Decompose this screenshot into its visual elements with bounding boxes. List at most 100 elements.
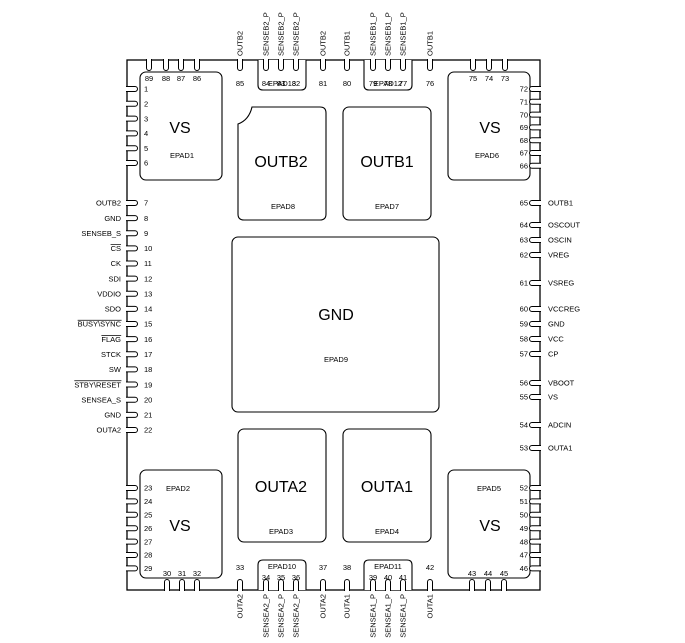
pin-stub bbox=[529, 200, 541, 206]
pin-number: 4 bbox=[144, 129, 148, 138]
pin-stub bbox=[126, 275, 138, 282]
pin-label: FLAG bbox=[101, 335, 121, 344]
pin-stub bbox=[126, 100, 138, 107]
pin-label: OUTA2 bbox=[97, 426, 121, 435]
epad9-name: EPAD9 bbox=[324, 355, 348, 364]
pin-stub bbox=[470, 59, 476, 71]
pin-stub bbox=[126, 145, 138, 152]
pin-stub bbox=[126, 160, 138, 166]
epad13-name: EPAD13 bbox=[268, 79, 296, 88]
epad8-shape bbox=[237, 106, 327, 221]
epad5-name: EPAD5 bbox=[477, 484, 501, 493]
pin-label: STBY\RESET bbox=[74, 380, 121, 389]
pin-stub bbox=[529, 252, 541, 258]
top-pin-group: 85OUTB284SENSEB2_P83SENSEB2_P82SENSEB2_P… bbox=[145, 12, 509, 88]
epad6-name: EPAD6 bbox=[475, 151, 499, 160]
pin-number: 71 bbox=[520, 98, 528, 107]
pin-stub bbox=[126, 538, 138, 545]
pin-stub bbox=[320, 59, 326, 71]
pin-stub bbox=[237, 59, 243, 71]
pin-stub bbox=[126, 130, 138, 137]
pin-number: 86 bbox=[193, 74, 201, 83]
epad8-name: EPAD8 bbox=[271, 202, 295, 211]
pin-stub bbox=[126, 230, 138, 237]
pin-label: OUTB2 bbox=[236, 31, 245, 56]
pin-stub bbox=[529, 150, 541, 156]
pin-number: 77 bbox=[399, 79, 407, 88]
epad1-label: VS bbox=[169, 120, 190, 137]
pin-number: 18 bbox=[144, 365, 152, 374]
pin-number: 65 bbox=[520, 199, 528, 208]
pin-stub bbox=[126, 525, 138, 532]
pin-stub bbox=[278, 579, 284, 591]
pin-number: 64 bbox=[520, 221, 528, 230]
pin-stub bbox=[529, 445, 541, 451]
pin-stub bbox=[529, 511, 541, 518]
pin-label: OUTA1 bbox=[426, 594, 435, 618]
pin-number: 9 bbox=[144, 229, 148, 238]
pin-number: 25 bbox=[144, 511, 152, 520]
pin-label: OSCIN bbox=[548, 236, 572, 245]
pin-number: 33 bbox=[236, 563, 244, 572]
pin-label: VDDIO bbox=[97, 289, 121, 298]
pin-number: 70 bbox=[520, 110, 528, 119]
pin-label: OUTB1 bbox=[426, 31, 435, 56]
epad12-name: EPAD12 bbox=[374, 79, 402, 88]
pin-number: 37 bbox=[319, 563, 327, 572]
pin-stub bbox=[502, 59, 508, 71]
pin-number: 41 bbox=[399, 573, 407, 582]
pin-stub bbox=[385, 59, 391, 71]
pin-number: 26 bbox=[144, 524, 152, 533]
epad6-label: VS bbox=[479, 120, 500, 137]
epad2-shape bbox=[139, 469, 223, 579]
pin-stub bbox=[293, 59, 299, 71]
pin-number: 73 bbox=[501, 74, 509, 83]
pin-stub bbox=[529, 162, 541, 169]
pin-label: SENSEA2_P bbox=[277, 594, 286, 638]
pin-stub bbox=[126, 215, 138, 222]
pin-stub bbox=[400, 579, 406, 591]
pin-stub bbox=[126, 381, 138, 388]
epad1-shape bbox=[139, 71, 223, 181]
pin-number: 61 bbox=[520, 279, 528, 288]
pin-stub bbox=[529, 111, 541, 118]
pin-stub bbox=[529, 485, 541, 491]
pin-number: 72 bbox=[520, 85, 528, 94]
pin-label: SENSEA2_P bbox=[292, 594, 301, 638]
pin-number: 52 bbox=[520, 484, 528, 493]
epad2-name: EPAD2 bbox=[166, 484, 190, 493]
epad7-shape bbox=[342, 106, 432, 221]
pin-number: 10 bbox=[144, 244, 152, 253]
pin-number: 5 bbox=[144, 144, 148, 153]
pin-number: 51 bbox=[520, 497, 528, 506]
epad5-label: VS bbox=[479, 518, 500, 535]
pin-stub bbox=[469, 579, 475, 591]
pin-stub bbox=[179, 579, 185, 591]
pin-label: SW bbox=[109, 365, 122, 374]
pin-stub bbox=[263, 579, 269, 591]
epad4-label: OUTA1 bbox=[361, 479, 413, 496]
pin-stub bbox=[126, 86, 138, 92]
pin-stub bbox=[146, 59, 152, 71]
pin-number: 40 bbox=[384, 573, 392, 582]
pin-number: 84 bbox=[262, 79, 270, 88]
pin-number: 68 bbox=[520, 136, 528, 145]
pin-number: 36 bbox=[292, 573, 300, 582]
pin-number: 19 bbox=[144, 380, 152, 389]
pin-label: OUTA2 bbox=[319, 594, 328, 618]
epad4-name: EPAD4 bbox=[375, 527, 399, 536]
pin-number: 17 bbox=[144, 350, 152, 359]
pin-stub bbox=[427, 59, 433, 71]
pin-number: 24 bbox=[144, 497, 152, 506]
pin-number: 50 bbox=[520, 511, 528, 520]
pin-number: 22 bbox=[144, 426, 152, 435]
pin-label: CS bbox=[111, 244, 121, 253]
pin-number: 29 bbox=[144, 564, 152, 573]
pin-stub bbox=[126, 552, 138, 558]
pin-label: OUTB1 bbox=[343, 31, 352, 56]
pin-number: 66 bbox=[520, 162, 528, 171]
epad5-shape bbox=[447, 469, 531, 579]
pin-number: 75 bbox=[469, 74, 477, 83]
pin-label: OUTA2 bbox=[236, 594, 245, 618]
pin-stub bbox=[370, 59, 376, 71]
